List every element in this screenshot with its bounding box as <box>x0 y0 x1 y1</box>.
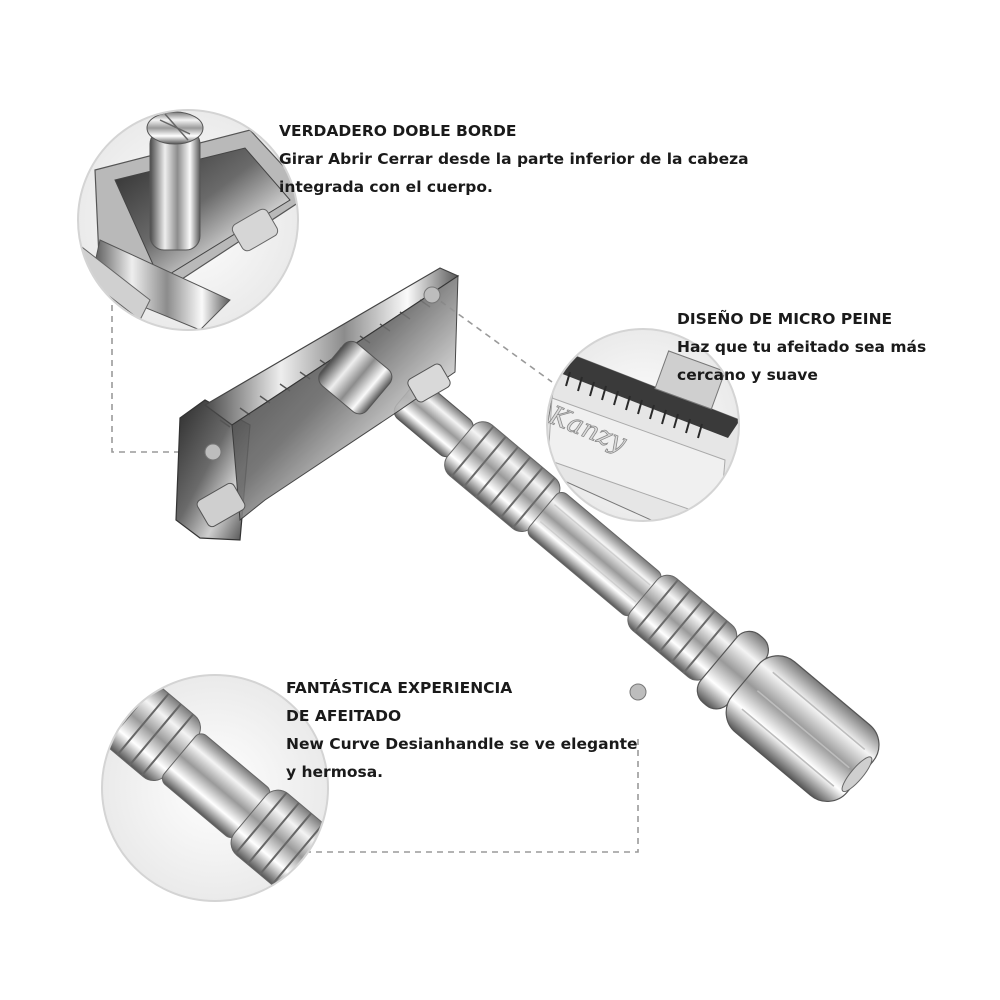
feature-title: FANTÁSTICA EXPERIENCIA <box>286 679 513 697</box>
feature-micro-comb: DISEÑO DE MICRO PEINE Haz que tu afeitad… <box>677 305 926 389</box>
feature-line: Haz que tu afeitado sea más <box>677 338 927 356</box>
zoom-handle-detail <box>101 674 329 902</box>
feature-double-edge: VERDADERO DOBLE BORDE Girar Abrir Cerrar… <box>279 117 749 201</box>
feature-title: DISEÑO DE MICRO PEINE <box>677 310 893 328</box>
feature-line: New Curve Desianhandle se ve elegante <box>286 735 638 753</box>
razor <box>175 267 880 803</box>
zoom-head-detail <box>77 109 299 331</box>
feature-shaving-experience: FANTÁSTICA EXPERIENCIA DE AFEITADO New C… <box>286 674 638 786</box>
feature-line: integrada con el cuerpo. <box>279 178 493 196</box>
feature-title: DE AFEITADO <box>286 707 402 725</box>
feature-line: y hermosa. <box>286 763 384 781</box>
feature-line: Girar Abrir Cerrar desde la parte inferi… <box>279 150 749 168</box>
feature-title: VERDADERO DOBLE BORDE <box>279 122 517 140</box>
feature-line: cercano y suave <box>677 366 818 384</box>
zoom-comb-detail: Kanzy <box>543 328 740 522</box>
